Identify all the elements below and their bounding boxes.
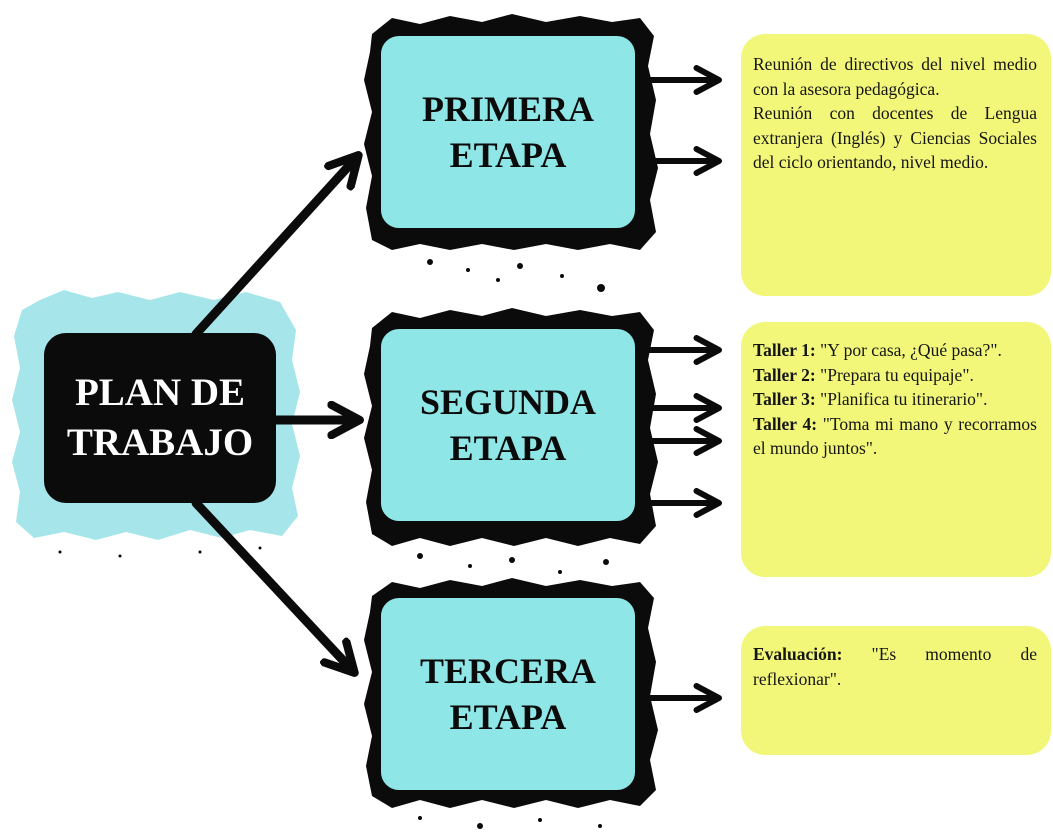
note-paragraph: Reunión de directivos del nivel medio co… [753, 54, 1037, 99]
tercera-etapa-node: TERCERA ETAPA [377, 594, 639, 794]
primera-etapa-node: PRIMERA ETAPA [377, 32, 639, 232]
arrow-to-tercera-etapa [191, 498, 352, 670]
arrow-to-primera-etapa [191, 158, 356, 339]
taller-1-text: "Y por casa, ¿Qué pasa?". [815, 340, 1002, 360]
segunda-etapa-node: SEGUNDA ETAPA [377, 325, 639, 525]
main-node-line-1: PLAN DE [74, 371, 246, 415]
plan-de-trabajo-node: PLAN DE TRABAJO [44, 333, 276, 503]
taller-1-item: Taller 1: "Y por casa, ¿Qué pasa?". [753, 338, 1037, 363]
evaluacion-label: Evaluación: [753, 644, 843, 664]
taller-2-label: Taller 2: [753, 364, 816, 385]
taller-2-text: "Prepara tu equipaje". [815, 364, 974, 385]
taller-3-label: Taller 3: [753, 389, 816, 409]
main-node-line-2: TRABAJO [66, 421, 254, 464]
evaluacion-item: Evaluación: "Es momento de reflexionar". [753, 642, 1037, 691]
evaluacion-text: "Es momento de reflexionar". [753, 644, 1037, 689]
taller-3-item: Taller 3: "Planifica tu itinerario". [753, 387, 1037, 412]
note-paragraph: Reunión con docentes de Lengua extranjer… [753, 103, 1037, 172]
stage-2-line-1: SEGUNDA [419, 381, 597, 422]
stage-1-line-2: ETAPA [449, 135, 567, 175]
tercera-etapa-note: Evaluación: "Es momento de reflexionar". [741, 626, 1051, 755]
taller-2-item: Taller 2: "Prepara tu equipaje". [753, 363, 1037, 388]
ink-speckles [58, 259, 609, 829]
stage-3-line-2: ETAPA [449, 697, 567, 737]
taller-4-label: Taller 4: [753, 413, 818, 434]
taller-3-text: "Planifica tu itinerario". [815, 389, 988, 409]
taller-1-label: Taller 1: [753, 340, 816, 360]
primera-etapa-note: Reunión de directivos del nivel medio co… [741, 34, 1051, 296]
taller-4-item: Taller 4: "Toma mi mano y recorramos el … [753, 412, 1037, 461]
stage-3-line-1: TERCERA [419, 650, 597, 691]
segunda-etapa-note: Taller 1: "Y por casa, ¿Qué pasa?". Tall… [741, 322, 1051, 577]
stage-1-line-1: PRIMERA [422, 88, 594, 129]
taller-4-text: "Toma mi mano y recorramos el mundo junt… [753, 413, 1037, 459]
stage-2-line-2: ETAPA [449, 428, 567, 468]
